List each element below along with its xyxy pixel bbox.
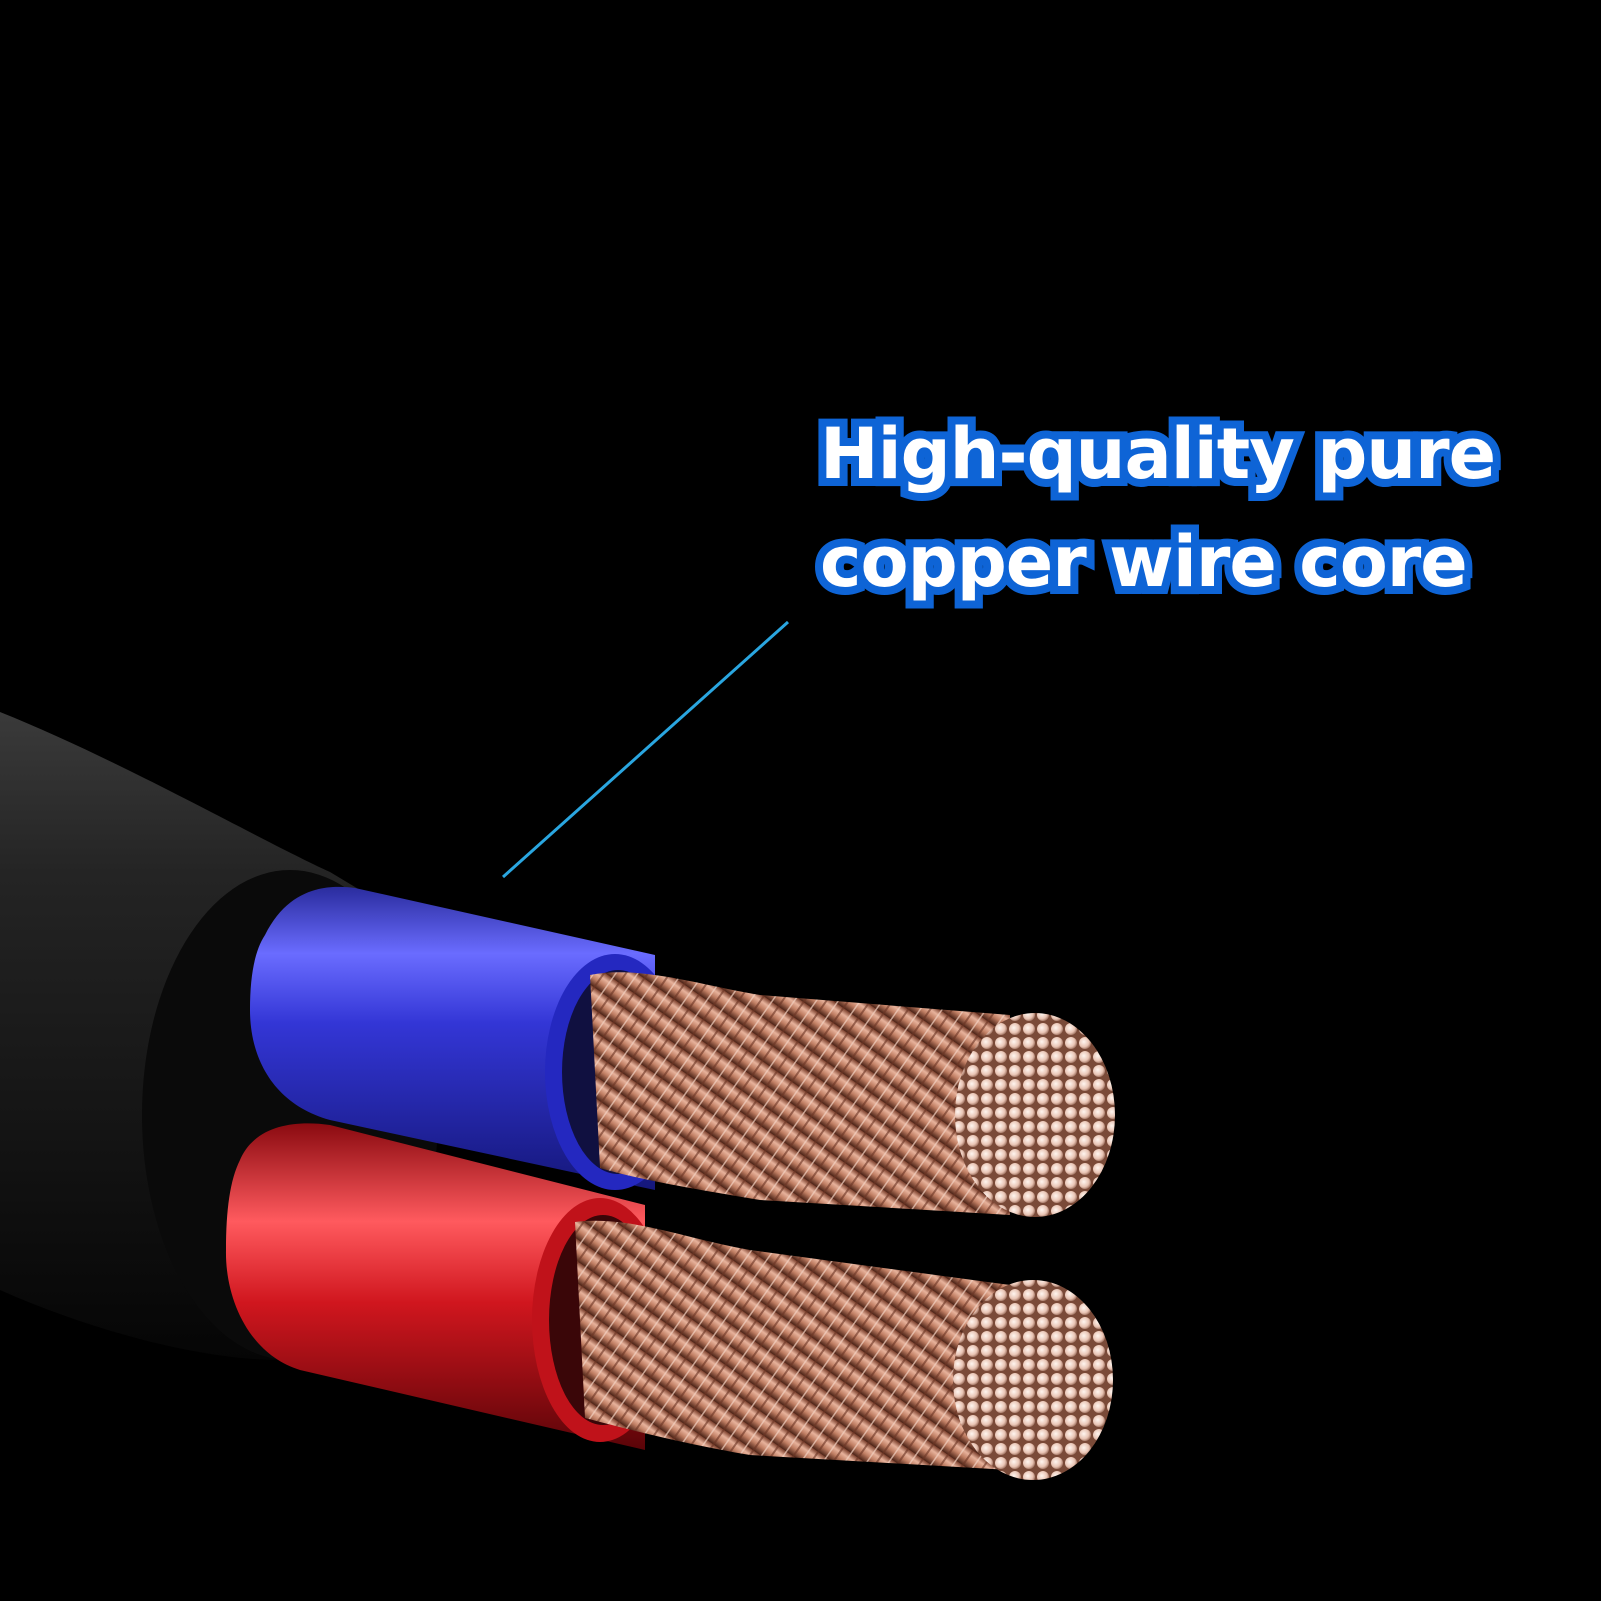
blue-copper-end — [955, 1013, 1115, 1217]
headline-line-1: High-quality pure — [812, 405, 1504, 503]
red-copper-end — [953, 1280, 1113, 1480]
headline-line-2: copper wire core — [812, 513, 1476, 611]
pointer-line — [501, 620, 790, 879]
blue-copper-strands — [590, 972, 1010, 1215]
headline: High-quality pure copper wire core — [812, 400, 1580, 616]
red-copper-strands — [575, 1220, 1010, 1470]
